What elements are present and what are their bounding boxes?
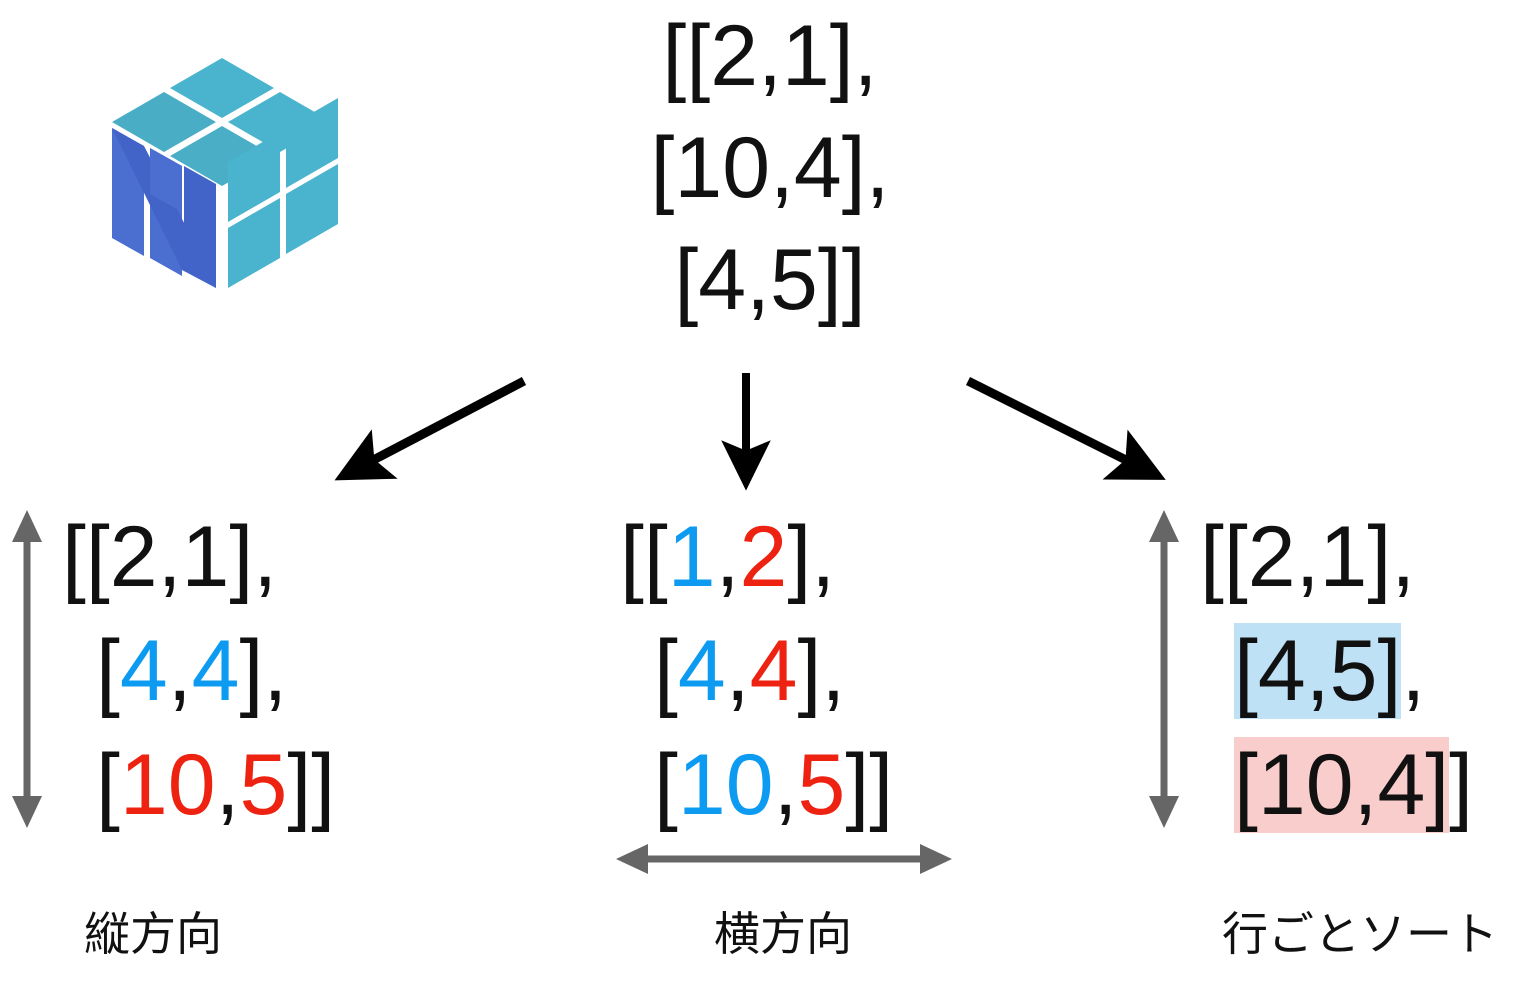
vertical-direction-indicator: [6, 508, 48, 830]
array-row: [10,5]]: [620, 728, 1040, 842]
result-array-rowsort: [[2,1],[4,5],[10,4]]: [1200, 500, 1530, 842]
array-row: [[2,1],: [1200, 500, 1530, 614]
result-column-horizontal: [[1,2],[4,4],[10,5]]: [620, 500, 1040, 842]
arrow-to-vertical: [334, 377, 527, 481]
array-token: 5: [239, 737, 288, 833]
array-token: [: [96, 737, 120, 833]
result-column-rowsort: [[2,1],[4,5],[10,4]]: [1200, 500, 1530, 842]
array-row: [4,4],: [62, 614, 482, 728]
array-token: ,: [715, 509, 740, 605]
row-direction-indicator: [1143, 508, 1185, 830]
array-row: [4,4],: [620, 614, 1040, 728]
logo-right-face: [228, 98, 338, 288]
array-token-highlighted: [4,5]: [1234, 623, 1402, 719]
array-token: ],: [239, 623, 288, 719]
array-token: 10: [677, 737, 774, 833]
flow-arrows: [0, 355, 1536, 495]
array-token: ,: [773, 737, 798, 833]
source-array-line: [10,4],: [650, 120, 890, 216]
logo-top-face: [112, 58, 332, 186]
source-array-line: [[2,1],: [662, 8, 878, 104]
array-token: [: [654, 737, 678, 833]
caption-horizontal: 横方向: [714, 908, 852, 960]
result-array-horizontal: [[1,2],[4,4],[10,5]]: [620, 500, 1040, 842]
result-column-vertical: [[2,1],[4,4],[10,5]]: [62, 500, 482, 842]
array-row: [4,5],: [1200, 614, 1530, 728]
source-array: [[2,1], [10,4], [4,5]]: [520, 0, 1020, 336]
array-token: ,: [215, 737, 240, 833]
array-token: 4: [119, 623, 168, 719]
array-token: 4: [677, 623, 726, 719]
array-token: ]: [1449, 737, 1474, 833]
array-token: ,: [725, 623, 750, 719]
numpy-logo: [104, 52, 340, 288]
caption-rowsort: 行ごとソート: [1222, 908, 1498, 960]
array-token: [[2,1],: [1200, 509, 1416, 605]
array-token: ]]: [845, 737, 894, 833]
array-row: [10,5]]: [62, 728, 482, 842]
array-token: ]]: [287, 737, 336, 833]
array-token-highlighted: [10,4]: [1234, 737, 1450, 833]
array-token: [: [96, 623, 120, 719]
array-token: ,: [167, 623, 192, 719]
array-token: [: [654, 623, 678, 719]
result-array-vertical: [[2,1],[4,4],[10,5]]: [62, 500, 482, 842]
array-token: 2: [739, 509, 788, 605]
logo-left-face-n: [112, 128, 216, 288]
array-token: 4: [191, 623, 240, 719]
array-token: 10: [119, 737, 216, 833]
array-token: 4: [749, 623, 798, 719]
array-token: ],: [797, 623, 846, 719]
array-token: 5: [797, 737, 846, 833]
arrow-to-rowsort: [965, 376, 1166, 480]
array-token: [[: [620, 509, 668, 605]
horizontal-direction-indicator: [614, 836, 954, 882]
array-token: ,: [1401, 623, 1426, 719]
array-token: ],: [787, 509, 836, 605]
array-token: 1: [667, 509, 716, 605]
array-row: [[2,1],: [62, 500, 482, 614]
array-row: [10,4]]: [1200, 728, 1530, 842]
caption-vertical: 縦方向: [84, 908, 222, 960]
source-array-line: [4,5]]: [674, 232, 866, 328]
array-token: [[2,1],: [62, 509, 278, 605]
array-row: [[1,2],: [620, 500, 1040, 614]
